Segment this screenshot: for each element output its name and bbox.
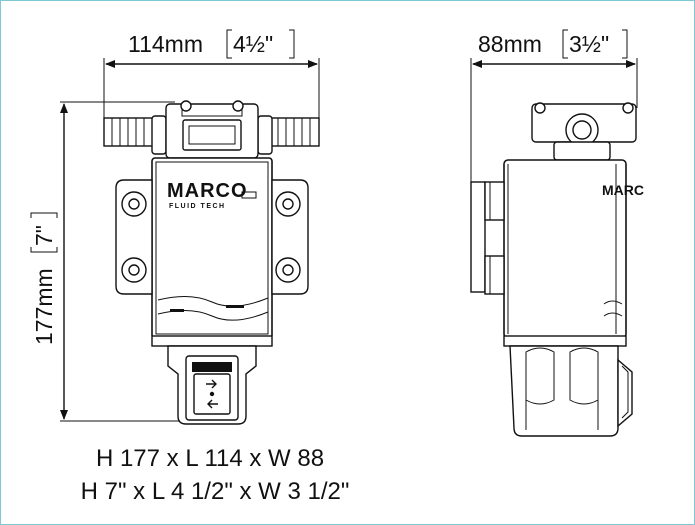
mounting-bracket-left xyxy=(115,179,153,295)
brand-subname: FLUID TECH xyxy=(169,203,226,210)
mounting-bracket-right xyxy=(271,179,309,295)
width-metric-label: 114mm xyxy=(128,31,203,57)
depth-dimension: 88mm 3½" xyxy=(470,29,638,185)
height-dimension: 177mm 7" xyxy=(30,101,185,422)
brand-logo: MARCO FLUID TECH xyxy=(167,180,257,210)
width-dimension: 114mm 4½" xyxy=(103,29,320,118)
bidirectional-arrows-icon xyxy=(206,379,218,409)
caption-metric: H 177 x L 114 x W 88 xyxy=(96,445,324,472)
side-switch-housing xyxy=(509,345,633,437)
outlet-hose-barb xyxy=(269,117,320,147)
height-imperial-label: 7" xyxy=(31,225,57,246)
side-brand-name: MARC xyxy=(602,182,644,198)
width-imperial-label: 4½" xyxy=(233,31,273,57)
inlet-hose-barb xyxy=(103,117,155,147)
caption-imperial: H 7" x L 4 1/2" x W 3 1/2" xyxy=(81,478,350,505)
pump-side-view: MARC xyxy=(470,102,644,437)
label-wave xyxy=(157,296,269,307)
height-metric-label: 177mm xyxy=(31,268,57,345)
brand-name: MARCO xyxy=(167,180,248,202)
depth-imperial-label: 3½" xyxy=(569,31,609,57)
depth-metric-label: 88mm xyxy=(478,31,542,57)
side-pump-head xyxy=(531,102,637,161)
switch-housing xyxy=(167,345,257,425)
pump-front-view: MARCO FLUID TECH xyxy=(103,100,320,425)
pump-head xyxy=(165,100,259,159)
side-mounting-bracket xyxy=(470,181,505,295)
